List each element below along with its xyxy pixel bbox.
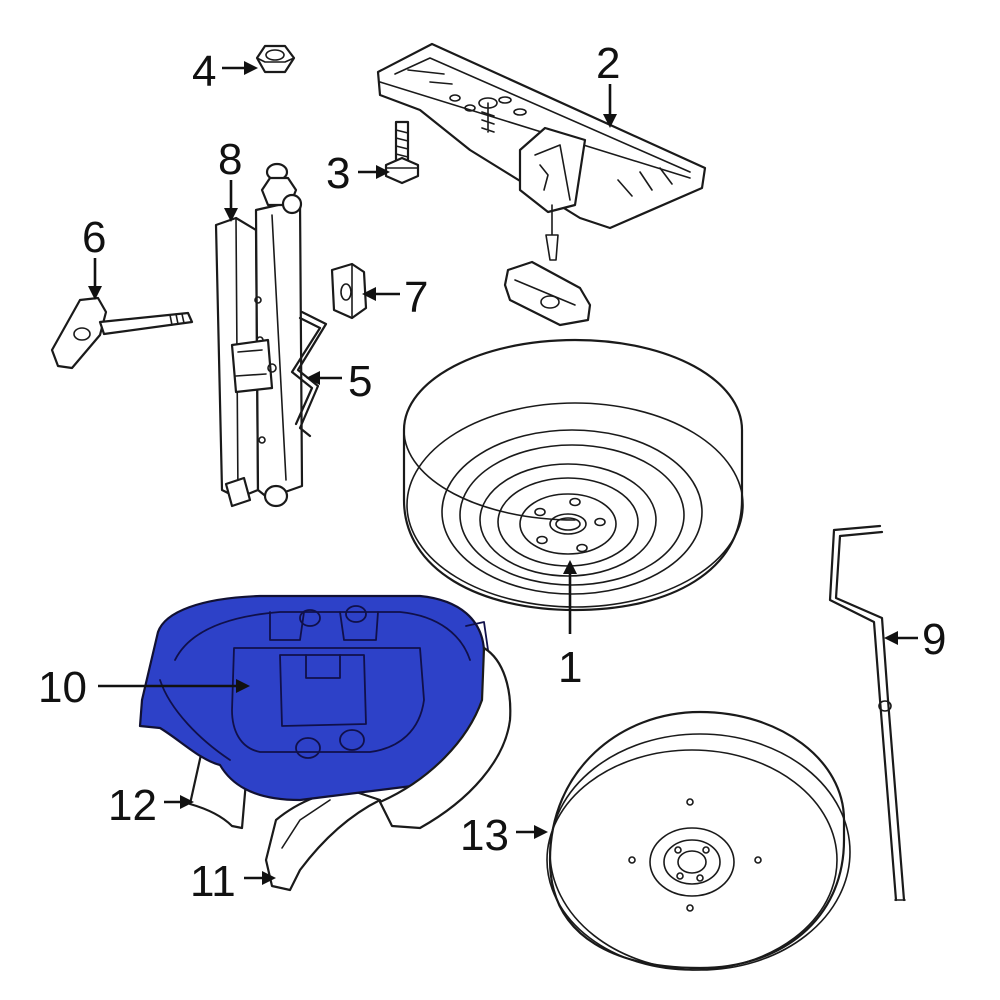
callout-7[interactable]: 7 (404, 273, 428, 322)
callout-8[interactable]: 8 (218, 135, 242, 184)
compact-wheel-part[interactable] (546, 710, 851, 971)
callout-5[interactable]: 5 (348, 357, 372, 406)
callout-13[interactable]: 13 (460, 811, 509, 860)
nut-part[interactable] (255, 44, 296, 74)
scissor-jack-part[interactable] (214, 162, 304, 508)
callout-4[interactable]: 4 (192, 47, 216, 96)
callout-6[interactable]: 6 (82, 213, 106, 262)
callout-11[interactable]: 11 (190, 857, 236, 906)
bolt-part[interactable] (384, 120, 420, 185)
jack-storage-tray-part[interactable] (138, 594, 489, 802)
callout-labels: 1 2 3 4 5 6 7 8 9 10 11 12 13 (38, 39, 946, 906)
tray-surround-part[interactable] (378, 646, 512, 830)
carrier-bracket-part[interactable] (376, 42, 707, 327)
callout-9[interactable]: 9 (922, 615, 946, 664)
callout-3[interactable]: 3 (326, 149, 350, 198)
callout-10[interactable]: 10 (38, 663, 87, 712)
callout-1[interactable]: 1 (558, 643, 582, 692)
spare-tire-part[interactable] (402, 338, 744, 612)
jack-handle-part[interactable] (828, 524, 906, 902)
tray-support-part[interactable] (264, 788, 382, 892)
callout-2[interactable]: 2 (596, 39, 620, 88)
leader-lines (88, 61, 918, 885)
hold-down-bolt-part[interactable] (50, 296, 194, 370)
callout-12[interactable]: 12 (108, 781, 157, 830)
clip-part[interactable] (330, 262, 368, 320)
